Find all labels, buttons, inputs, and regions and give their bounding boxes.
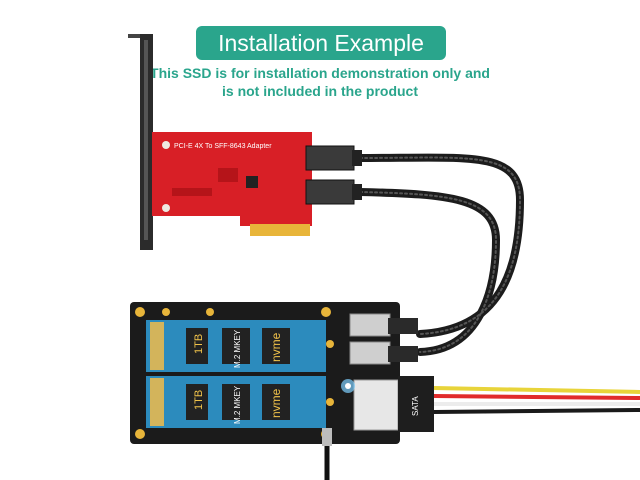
title-banner: Installation Example [196, 26, 446, 60]
ssd-top-type: M.2 MKEY [233, 329, 242, 368]
notice-line-2: is not included in the product [222, 83, 418, 99]
gold-finger-contacts [250, 224, 310, 236]
status-led [341, 379, 355, 393]
power-wires [433, 386, 640, 414]
card-label: PCI-E 4X To SFF-8643 Adapter [174, 143, 272, 150]
ssd-bottom: 1TB M.2 MKEY nvme [146, 376, 334, 428]
notice-line-1: This SSD is for installation demonstrati… [150, 65, 490, 81]
sata-power-connector: SATA [353, 376, 434, 432]
sff-8643-cables [356, 153, 525, 356]
ssd-top: 1TB M.2 MKEY nvme [146, 320, 334, 372]
ssd-bottom-type: M.2 MKEY [233, 385, 242, 424]
ssd-bottom-capacity: 1TB [193, 390, 205, 410]
ssd-top-capacity: 1TB [193, 334, 205, 354]
ssd-bottom-interface: nvme [269, 388, 283, 418]
board-sff-ports [349, 313, 418, 365]
card-cable-connectors [305, 145, 362, 205]
notice-text: This SSD is for installation demonstrati… [140, 64, 500, 100]
pcie-adapter-card: PCI-E 4X To SFF-8643 Adapter [152, 132, 312, 236]
usb-cable [322, 428, 332, 480]
pcie-bracket [128, 34, 153, 250]
sata-label: SATA [411, 396, 420, 416]
banner-title: Installation Example [218, 30, 424, 56]
ssd-top-interface: nvme [269, 332, 283, 362]
